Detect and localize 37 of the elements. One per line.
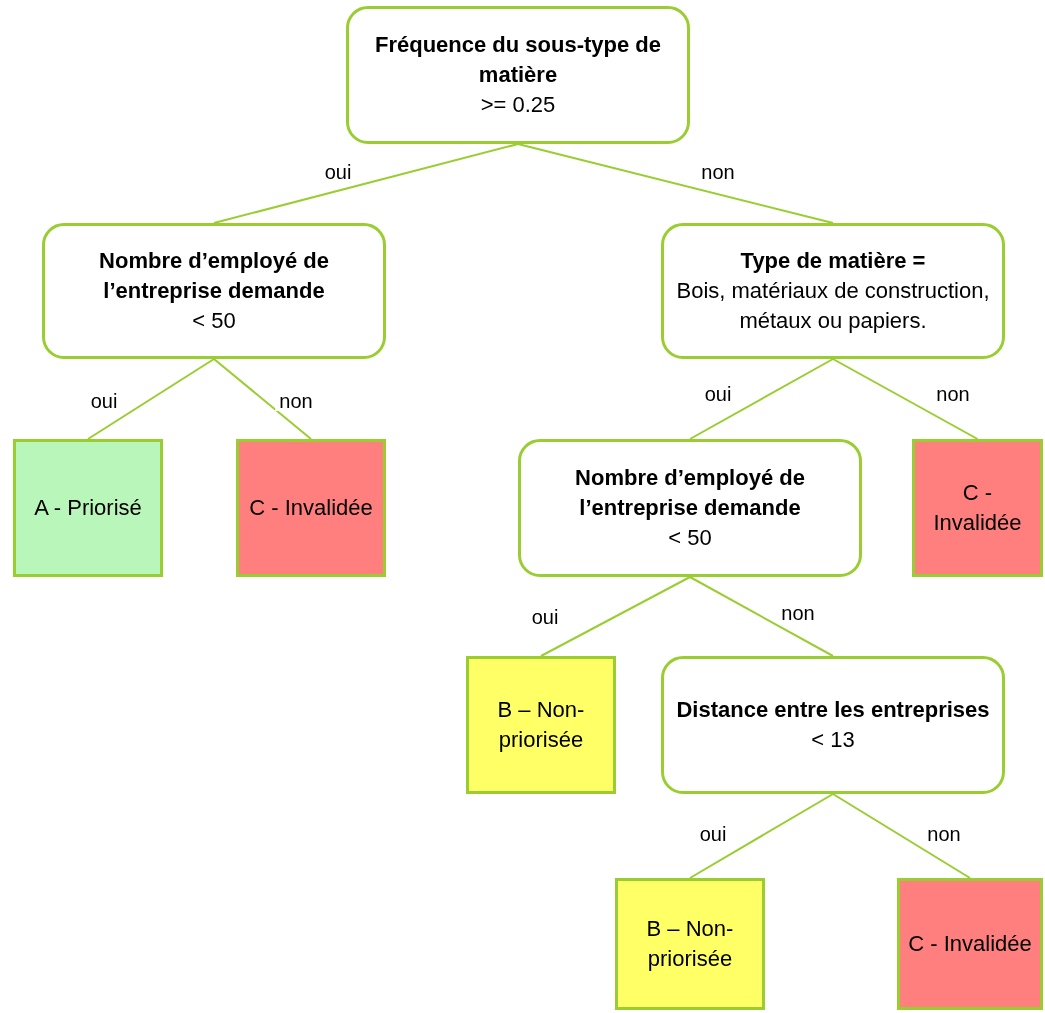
outcome-text: C - Invalidée xyxy=(932,479,1023,537)
condition-text: < 50 xyxy=(192,307,236,335)
connector-line xyxy=(689,358,834,440)
decision-box xyxy=(661,656,1005,794)
outcome-text: B – Non-priorisée xyxy=(496,696,586,754)
connector-line xyxy=(517,143,834,224)
connector-line xyxy=(213,143,519,224)
decision-box xyxy=(661,223,1005,359)
connector-line xyxy=(87,358,215,440)
connector-line xyxy=(832,793,971,879)
question-text: Nombre d’employé de l’entreprise demande xyxy=(574,464,806,522)
outcome-text: B – Non-priorisée xyxy=(645,915,735,973)
connector-line xyxy=(540,576,691,657)
outcome-box xyxy=(897,878,1043,1010)
outcome-text: C - Invalidée xyxy=(908,930,1032,958)
question-text: Fréquence du sous-type de matière xyxy=(373,31,663,89)
condition-text: >= 0.25 xyxy=(480,91,556,119)
outcome-text: A - Priorisé xyxy=(34,494,142,522)
connector-line xyxy=(832,358,979,440)
question-text: Nombre d’employé de l’entreprise demande xyxy=(98,247,330,305)
outcome-box xyxy=(466,656,616,794)
connector-line xyxy=(689,793,834,879)
condition-text: Bois, matériaux de construction, métaux ou papiers. xyxy=(675,277,991,335)
decision-box xyxy=(42,223,386,359)
condition-text: < 50 xyxy=(668,524,712,552)
condition-text: < 13 xyxy=(811,726,855,754)
decision-box xyxy=(518,439,862,577)
outcome-box xyxy=(13,439,163,577)
connector-line xyxy=(689,576,834,657)
question-text: Type de matière = xyxy=(740,247,926,275)
decision-box xyxy=(346,6,690,144)
outcome-text: C - Invalidée xyxy=(249,494,373,522)
outcome-box xyxy=(912,439,1043,577)
outcome-box xyxy=(236,439,386,577)
question-text: Distance entre les entreprises xyxy=(676,696,990,724)
outcome-box xyxy=(615,878,765,1010)
connector-line xyxy=(213,358,312,440)
